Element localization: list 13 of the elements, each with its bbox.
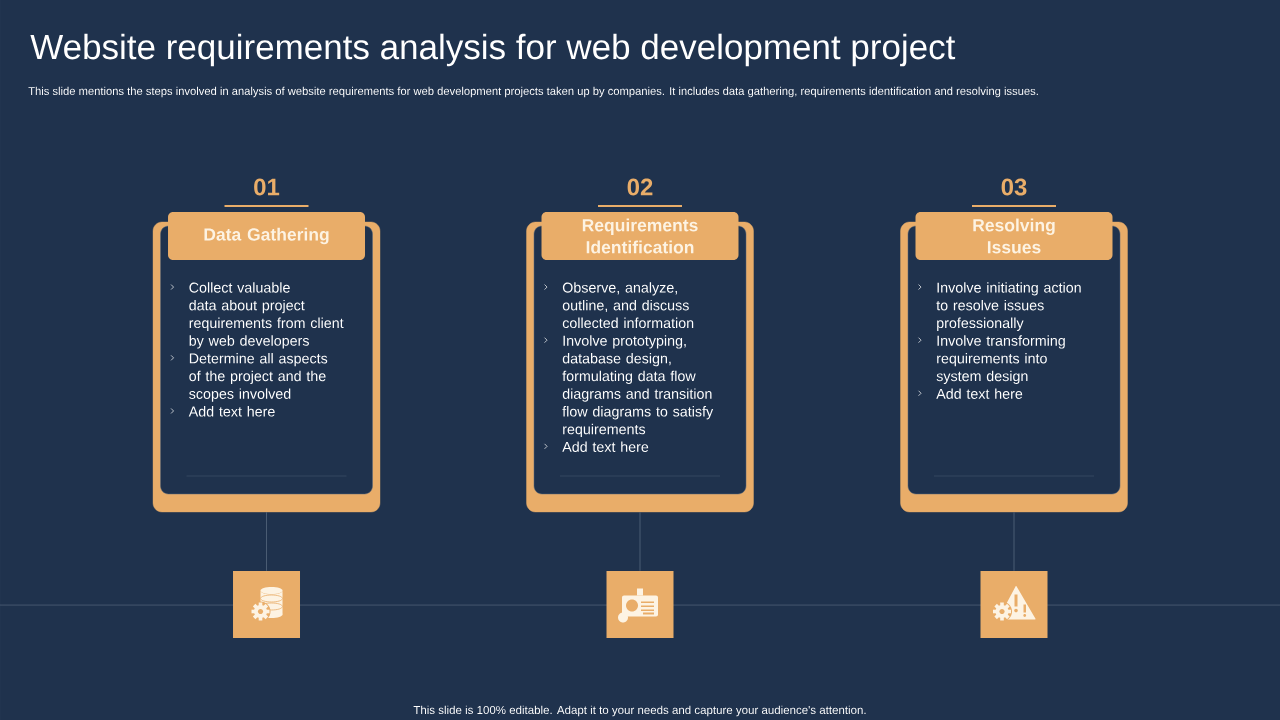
heading-tab: Requirements Identification xyxy=(541,212,739,260)
title: Website requirements analysis for web development project xyxy=(30,33,956,67)
bullet-list: Involve initiating action to resolve issues professionally Involve transforming requirements into system design Add text here xyxy=(918,282,1081,399)
heading-tab: Resolving Issues xyxy=(915,212,1113,260)
connector-line xyxy=(266,511,267,572)
bullet-list: Collect valuable data about project requirements from client by web developers Determine all aspects of the project and the scopes involved Add text here xyxy=(170,282,344,417)
step-number: 02 xyxy=(627,178,653,196)
step-number: 01 xyxy=(254,178,280,196)
footer-note: This slide is 100% editable. Adapt it to your needs and capture your audience's attention. xyxy=(413,705,866,717)
step-number: 03 xyxy=(1001,178,1027,196)
bullet-list: Observe, analyze, outline, and discuss collected information Involve prototyping, database design, formulating data flow diagrams and transition flow diagrams to satisfy requirements Add text here xyxy=(544,282,714,452)
heading-tab: Data Gathering xyxy=(168,212,365,260)
subtitle: This slide mentions the steps involved in analysis of website requirements for web development projects taken up by companies. It includes data gathering, requirements identification and resolving issues. xyxy=(28,86,1038,98)
